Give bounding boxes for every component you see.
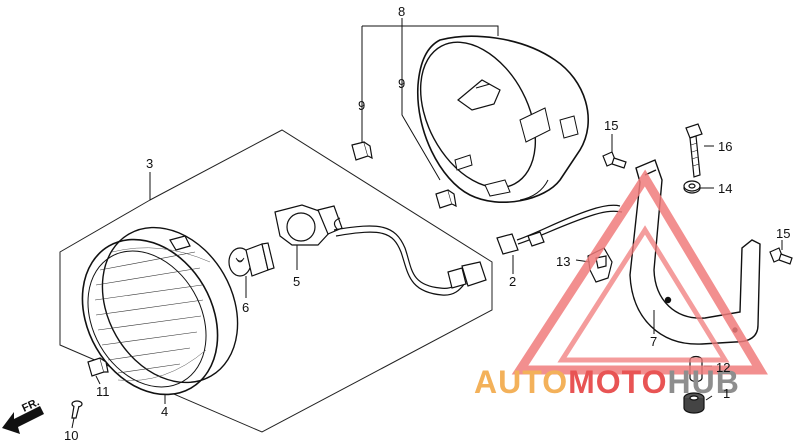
front-direction-arrow: FR. [2, 396, 44, 434]
part-label-15-upper: 15 [604, 118, 618, 133]
part-label-5: 5 [293, 274, 300, 289]
assembly-outline [59, 129, 493, 433]
part-label-2: 2 [509, 274, 516, 289]
clip-nut-lower [435, 189, 457, 209]
part-label-9-lower: 9 [398, 76, 405, 91]
socket [274, 204, 343, 246]
washer-14 [683, 180, 701, 194]
screw-10 [71, 400, 83, 419]
part-label-7: 7 [650, 334, 657, 349]
watermark-text: AUTOMOTOHUB [474, 364, 740, 400]
part-label-6: 6 [242, 300, 249, 315]
clip-nut-upper [351, 141, 373, 161]
part-label-8: 8 [398, 4, 405, 19]
watermark-auto: AUTO [474, 364, 568, 400]
connector [496, 204, 623, 255]
watermark-hub: HUB [667, 364, 739, 400]
part-label-3: 3 [146, 156, 153, 171]
clip-11 [87, 357, 109, 377]
part-label-11: 11 [96, 384, 110, 399]
part-label-16: 16 [718, 139, 732, 154]
headlight-lens [81, 226, 239, 396]
part-labels: 1 2 3 4 5 6 7 8 9 9 10 11 12 13 14 15 15… [64, 4, 790, 443]
part-label-12: 12 [716, 360, 730, 375]
part-label-1: 1 [723, 386, 730, 401]
bolt-15-right [769, 247, 793, 265]
part-label-10: 10 [64, 428, 78, 443]
part-label-9-upper: 9 [358, 98, 365, 113]
headlight-case [417, 35, 589, 203]
watermark-logo [511, 169, 768, 375]
part-label-15-right: 15 [776, 226, 790, 241]
part-label-14: 14 [718, 181, 732, 196]
bolt-15-upper [602, 151, 627, 169]
wire-harness [333, 225, 487, 296]
leader-lines [71, 18, 783, 429]
watermark-moto: MOTO [568, 364, 667, 400]
part-label-4: 4 [161, 404, 168, 419]
bolt-16 [685, 123, 703, 178]
part-label-13: 13 [556, 254, 570, 269]
bulb [228, 242, 275, 277]
bracket-part-13 [587, 247, 613, 283]
grommet-1 [683, 392, 705, 414]
